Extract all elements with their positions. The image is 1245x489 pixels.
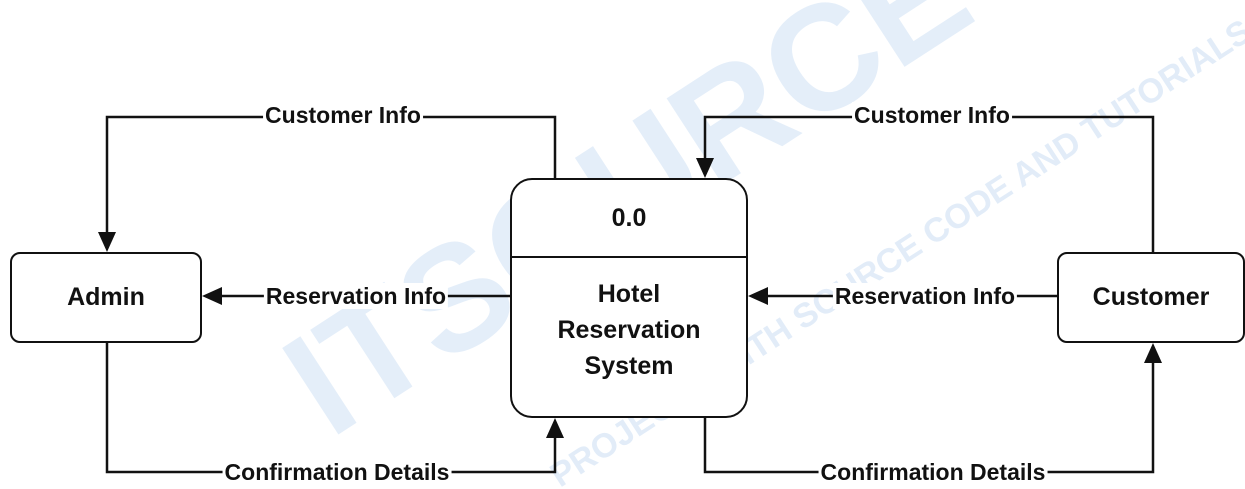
entity-admin: Admin <box>10 252 202 343</box>
flow-label-customer-reservation-info: Reservation Info <box>832 283 1018 309</box>
flow-line-admin-confirmation-details <box>105 343 557 474</box>
flow-label-customer-customer-info: Customer Info <box>852 102 1012 128</box>
flow-label-admin-customer-info: Customer Info <box>263 102 423 128</box>
flow-line-customer-confirmation-details <box>703 363 1155 474</box>
flow-label-customer-confirmation-details: Confirmation Details <box>818 459 1048 485</box>
arrowhead-down-process-right <box>696 158 714 178</box>
process-name-line: Reservation <box>557 316 701 344</box>
arrowhead-up-customer <box>1144 343 1162 363</box>
process-name: Hotel Reservation System <box>512 276 746 384</box>
process-hotel-reservation-system: 0.0 Hotel Reservation System <box>510 178 748 418</box>
arrowhead-up-process-left <box>546 418 564 438</box>
process-id: 0.0 <box>611 203 647 232</box>
process-name-line: System <box>584 352 674 380</box>
flow-line-customer-customer-info <box>703 115 1155 252</box>
process-name-line: Hotel <box>597 280 661 308</box>
process-divider <box>512 256 746 258</box>
arrowhead-down-admin <box>98 232 116 252</box>
arrowhead-left-admin <box>202 287 222 305</box>
flow-line-admin-customer-info <box>105 115 557 232</box>
entity-customer-label: Customer <box>1092 283 1210 311</box>
flow-label-admin-reservation-info: Reservation Info <box>263 283 449 309</box>
entity-customer: Customer <box>1057 252 1245 343</box>
entity-admin-label: Admin <box>67 283 145 311</box>
arrowhead-left-process <box>748 287 768 305</box>
flow-label-admin-confirmation-details: Confirmation Details <box>222 459 452 485</box>
